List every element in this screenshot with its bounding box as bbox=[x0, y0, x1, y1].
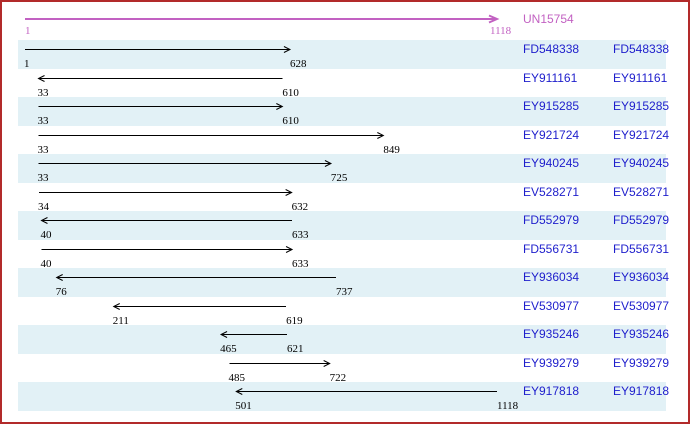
alignment-start-coord: 33 bbox=[37, 115, 49, 127]
alignment-arrow bbox=[219, 331, 287, 338]
accession-label-secondary[interactable]: FD548338 bbox=[613, 42, 670, 56]
alignment-start-coord: 40 bbox=[40, 229, 52, 241]
accession-label[interactable]: EV528271 bbox=[523, 184, 580, 199]
alignment-start-coord: 76 bbox=[55, 286, 67, 298]
alignment-start-coord: 465 bbox=[220, 343, 237, 355]
row-highlight-band bbox=[18, 40, 666, 69]
accession-label-secondary[interactable]: FD552979 bbox=[613, 213, 670, 227]
alignment-end-coord: 610 bbox=[282, 86, 299, 99]
alignment-row: 76 737 EY936034 EY936034 bbox=[2, 268, 688, 298]
alignment-end-coord: 722 bbox=[329, 371, 347, 384]
alignment-start-coord: 33 bbox=[37, 172, 49, 184]
alignment-row: 40 633 FD552979 FD552979 bbox=[2, 211, 688, 241]
alignment-start-coord: 40 bbox=[40, 257, 52, 270]
alignment-row: 465 621 EY935246 EY935246 bbox=[2, 325, 688, 355]
accession-label[interactable]: EY935246 bbox=[523, 327, 580, 341]
row-highlight-band bbox=[18, 325, 666, 354]
alignment-arrow bbox=[229, 359, 331, 367]
alignment-start-coord: 33 bbox=[37, 86, 49, 99]
accession-label-secondary[interactable]: EV528271 bbox=[613, 184, 670, 199]
alignment-row: 33 610 EY911161 EY911161 bbox=[2, 69, 688, 98]
alignment-row: 211 619 EV530977 EV530977 bbox=[2, 297, 688, 326]
accession-label[interactable]: EY936034 bbox=[523, 270, 580, 284]
accession-label-secondary[interactable]: FD556731 bbox=[613, 241, 670, 256]
alignment-row: 33 610 EY915285 EY915285 bbox=[2, 97, 688, 127]
alignment-arrow bbox=[25, 14, 500, 24]
alignment-arrow bbox=[38, 160, 333, 167]
accession-label[interactable]: EY915285 bbox=[523, 99, 580, 113]
alignment-arrow bbox=[235, 388, 497, 395]
alignment-start-coord: 485 bbox=[228, 371, 246, 384]
alignment-arrow bbox=[55, 274, 337, 281]
alignment-arrow bbox=[25, 46, 292, 53]
alignment-end-coord: 849 bbox=[383, 143, 400, 156]
reference-id: UN15754 bbox=[523, 12, 574, 26]
alignment-arrow bbox=[112, 302, 287, 310]
alignment-arrow bbox=[38, 131, 385, 139]
row-highlight-band bbox=[18, 211, 666, 240]
alignment-arrow bbox=[41, 245, 294, 253]
accession-label[interactable]: EY911161 bbox=[523, 70, 578, 85]
alignment-end-coord: 633 bbox=[292, 229, 309, 241]
accession-label[interactable]: EY940245 bbox=[523, 156, 580, 170]
alignment-row: 485 722 EY939279 EY939279 bbox=[2, 354, 688, 383]
row-highlight-band bbox=[18, 382, 666, 411]
alignment-start-coord: 34 bbox=[37, 200, 49, 213]
accession-label[interactable]: EV530977 bbox=[523, 298, 580, 313]
alignment-row: 1 628 FD548338 FD548338 bbox=[2, 40, 688, 70]
alignment-start-coord: 501 bbox=[235, 400, 252, 412]
reference-row: UN15754 1 1118 bbox=[2, 2, 688, 40]
reference-start-coord: 1 bbox=[25, 25, 31, 37]
alignment-end-coord: 610 bbox=[282, 115, 299, 127]
accession-label[interactable]: FD548338 bbox=[523, 42, 580, 56]
alignment-end-coord: 628 bbox=[289, 58, 307, 70]
accession-label-secondary[interactable]: EY915285 bbox=[613, 99, 670, 113]
accession-label-secondary[interactable]: EY917818 bbox=[613, 384, 670, 398]
alignment-row: 33 849 EY921724 EY921724 bbox=[2, 126, 688, 155]
alignment-arrow bbox=[37, 74, 283, 82]
accession-label[interactable]: EY917818 bbox=[523, 384, 580, 398]
accession-label-secondary[interactable]: EY911161 bbox=[613, 70, 668, 85]
alignment-end-coord: 633 bbox=[292, 257, 309, 270]
alignment-end-coord: 632 bbox=[291, 200, 309, 213]
alignment-start-coord: 211 bbox=[112, 314, 129, 327]
alignment-row: 34 632 EV528271 EV528271 bbox=[2, 183, 688, 212]
alignment-start-coord: 33 bbox=[37, 143, 49, 156]
alignment-row: 33 725 EY940245 EY940245 bbox=[2, 154, 688, 184]
accession-label-secondary[interactable]: EY936034 bbox=[613, 270, 670, 284]
alignment-arrow bbox=[38, 188, 293, 196]
alignment-row: 501 1118 EY917818 EY917818 bbox=[2, 382, 688, 412]
accession-label-secondary[interactable]: EY921724 bbox=[613, 127, 670, 142]
alignment-end-coord: 737 bbox=[336, 286, 353, 298]
accession-label[interactable]: EY921724 bbox=[523, 127, 580, 142]
alignment-end-coord: 1118 bbox=[497, 400, 519, 412]
accession-label-secondary[interactable]: EY935246 bbox=[613, 327, 670, 341]
row-highlight-band bbox=[18, 268, 666, 297]
accession-label[interactable]: FD552979 bbox=[523, 213, 580, 227]
accession-label-secondary[interactable]: EY939279 bbox=[613, 355, 670, 370]
reference-end-coord: 1118 bbox=[490, 25, 512, 37]
alignment-end-coord: 725 bbox=[330, 172, 348, 184]
alignment-arrow bbox=[38, 103, 284, 110]
accession-label-secondary[interactable]: EY940245 bbox=[613, 156, 670, 170]
row-highlight-band bbox=[18, 97, 666, 126]
alignment-end-coord: 619 bbox=[286, 314, 303, 327]
accession-label[interactable]: FD556731 bbox=[523, 241, 580, 256]
accession-label-secondary[interactable]: EV530977 bbox=[613, 298, 670, 313]
alignment-arrow bbox=[40, 217, 293, 224]
row-highlight-band bbox=[18, 154, 666, 183]
alignment-row: 40 633 FD556731 FD556731 bbox=[2, 240, 688, 269]
alignment-end-coord: 621 bbox=[286, 343, 304, 355]
accession-label[interactable]: EY939279 bbox=[523, 355, 580, 370]
alignment-start-coord: 1 bbox=[24, 58, 30, 70]
